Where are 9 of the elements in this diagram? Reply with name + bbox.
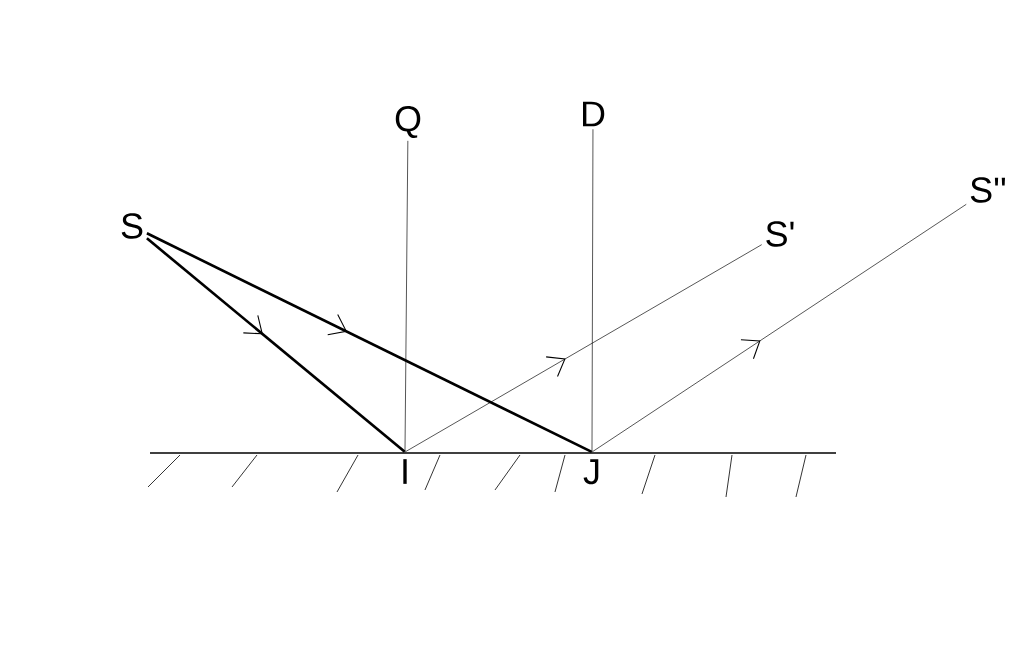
point-label: J [583, 459, 599, 485]
point-label: I [403, 459, 407, 484]
point-label: Q [395, 106, 421, 138]
point-label: S' [766, 221, 794, 247]
point-label: D [583, 101, 605, 127]
point-label: S [121, 213, 143, 239]
normal-line [404, 140, 409, 453]
point-label: S'' [970, 177, 1005, 203]
normal-line [591, 128, 594, 453]
